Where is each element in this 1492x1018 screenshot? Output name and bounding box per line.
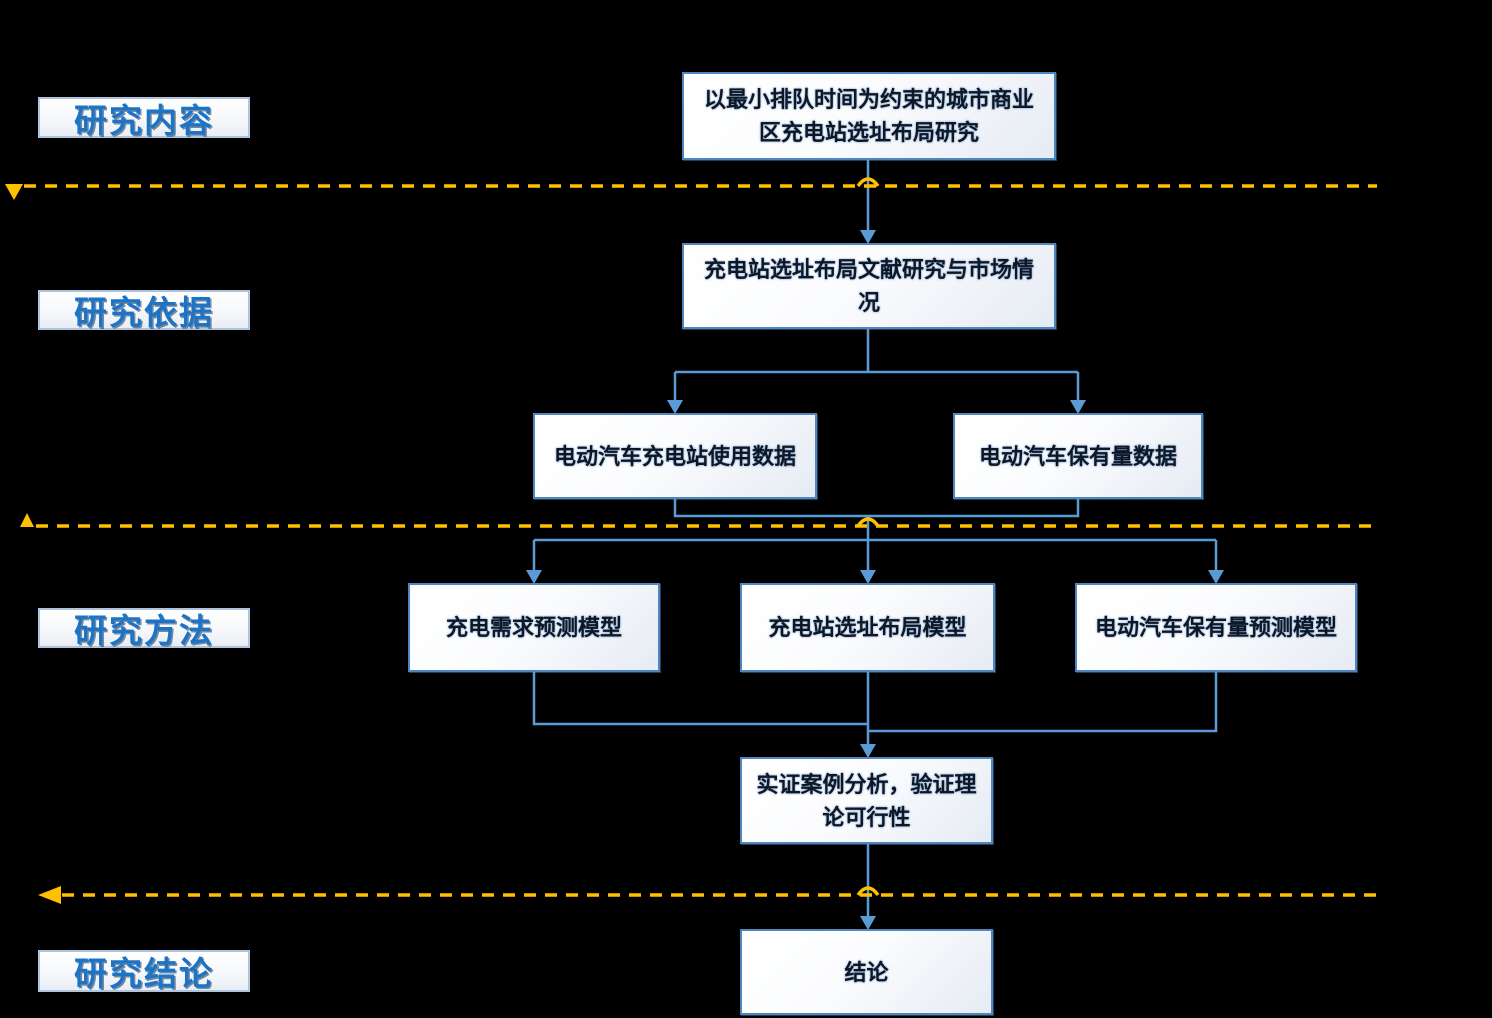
node-literature-market: 充电站选址布局文献研究与市场情况: [682, 243, 1056, 329]
arrowhead-into-ownership-data: [1070, 400, 1086, 414]
divider-line-hops: [856, 177, 880, 897]
stage-label-research-conclusion: 研究结论: [38, 950, 250, 992]
hop-divider1: [856, 177, 880, 188]
connector-models-to-case: [532, 672, 1218, 744]
arrowhead-into-demand-model: [526, 570, 542, 584]
arrowhead-into-case-analysis: [860, 744, 876, 758]
node-research-title: 以最小排队时间为约束的城市商业区充电站选址布局研究: [682, 72, 1056, 160]
node-conclusion: 结论: [740, 929, 993, 1015]
dashed-dividers: [24, 184, 1377, 897]
hop-divider2: [856, 517, 880, 528]
stage-label-research-content: 研究内容: [38, 97, 250, 139]
hop-divider3: [856, 886, 880, 897]
arrowhead-into-forecast-model: [1208, 570, 1224, 584]
arrowhead-into-siting-model: [860, 570, 876, 584]
arrowhead-into-conclusion: [860, 916, 876, 930]
blue-connector-lines: [532, 160, 1218, 916]
node-siting-layout-model: 充电站选址布局模型: [740, 583, 995, 672]
node-case-analysis: 实证案例分析，验证理论可行性: [740, 757, 993, 844]
divider2-up-arrow: [20, 513, 34, 527]
stage-label-research-method: 研究方法: [38, 608, 250, 649]
node-charging-usage-data: 电动汽车充电站使用数据: [533, 413, 817, 499]
divider3-left-arrow: [38, 886, 61, 904]
connector-literature-to-data: [673, 329, 1080, 402]
stage-label-research-basis: 研究依据: [38, 290, 250, 331]
node-ev-ownership-data: 电动汽车保有量数据: [953, 413, 1203, 499]
arrowhead-into-literature: [860, 230, 876, 244]
connector-data-to-models: [532, 499, 1218, 571]
blue-arrowheads: [526, 230, 1224, 930]
node-charging-demand-model: 充电需求预测模型: [408, 583, 660, 672]
divider-arrowheads: [5, 184, 61, 904]
arrowhead-into-usage-data: [667, 400, 683, 414]
node-ev-ownership-forecast-model: 电动汽车保有量预测模型: [1075, 583, 1357, 672]
divider1-down-arrow: [5, 184, 23, 200]
